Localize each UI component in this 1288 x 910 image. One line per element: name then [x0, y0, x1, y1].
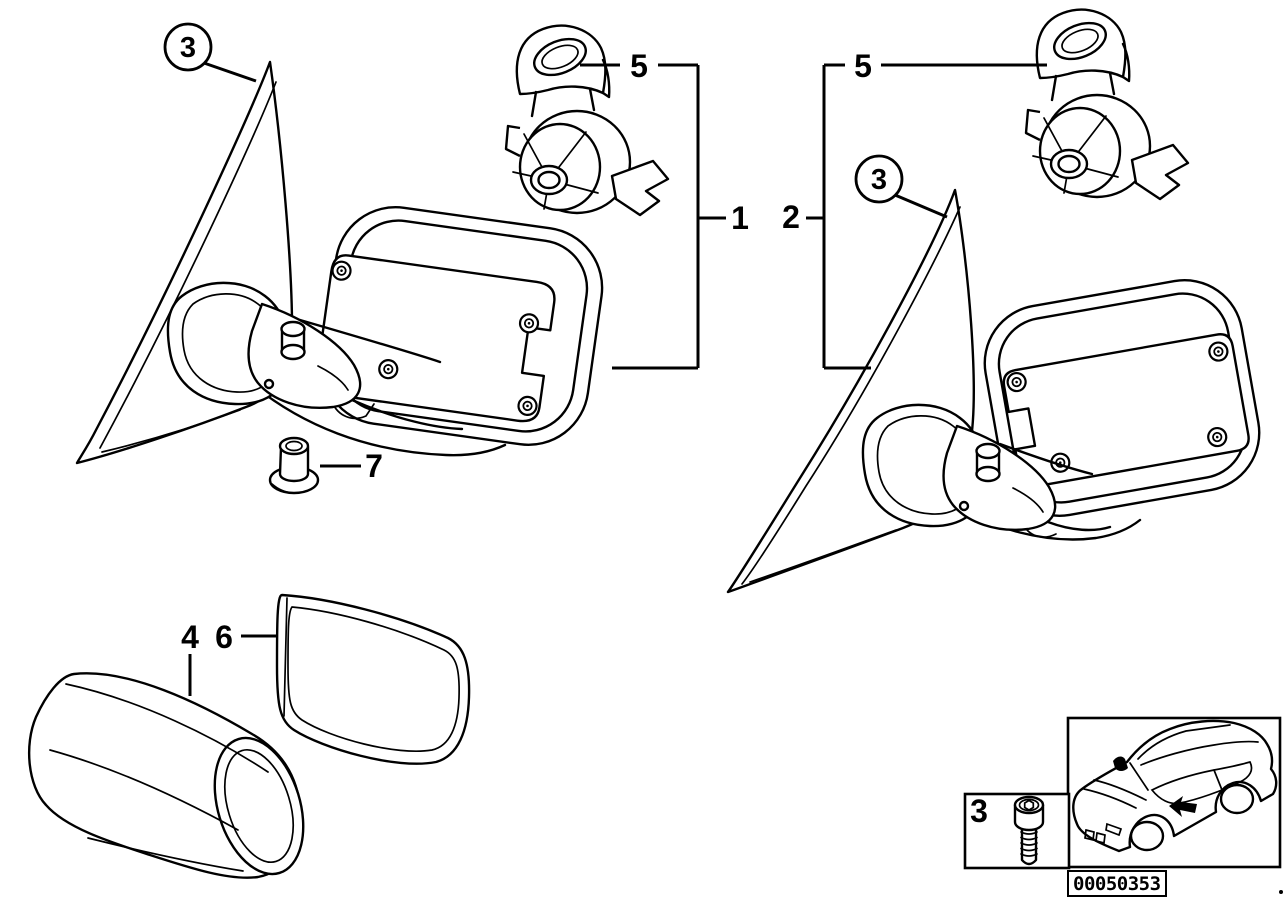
callout-3-legend[interactable]: 3: [970, 793, 988, 829]
right-mirror-drive: [1024, 8, 1190, 201]
callout-circle-3-left[interactable]: [163, 22, 213, 72]
callouts: 3 5 1 2 5 3 7 4 6: [163, 22, 1047, 696]
callout-5-right[interactable]: 5: [854, 48, 872, 84]
image-number: 00050353: [1073, 873, 1161, 895]
left-mirror-housing: [315, 205, 604, 447]
car-illustration: [1072, 719, 1278, 853]
right-triangle-gasket: [726, 188, 975, 594]
callout-3-left[interactable]: 3: [180, 32, 196, 64]
left-triangle-gasket: [75, 60, 294, 465]
screw-icon: [1013, 795, 1045, 866]
callout-6[interactable]: 6: [215, 619, 233, 655]
left-mirror-assembly: [75, 24, 670, 465]
image-number-box: [1067, 870, 1167, 897]
callout-2[interactable]: 2: [782, 199, 800, 235]
grommet: [268, 436, 320, 495]
right-mirror-assembly: [726, 8, 1261, 594]
mirror-cover: [27, 672, 305, 879]
right-mirror-housing: [983, 279, 1261, 517]
stray-dot: [1279, 890, 1283, 894]
legend: 3 00050353: [963, 716, 1283, 897]
car-mirror-marker: [1113, 756, 1128, 771]
car-arrow-icon: [1169, 796, 1197, 817]
callout-4[interactable]: 4: [181, 619, 199, 655]
callout-7[interactable]: 7: [365, 448, 383, 484]
mirror-glass: [275, 593, 471, 765]
callout-3-right[interactable]: 3: [871, 164, 887, 196]
callout-circle-3-right[interactable]: [854, 154, 904, 204]
callout-5-left[interactable]: 5: [630, 48, 648, 84]
callout-1[interactable]: 1: [731, 200, 749, 236]
left-mirror-arm: [238, 318, 507, 457]
